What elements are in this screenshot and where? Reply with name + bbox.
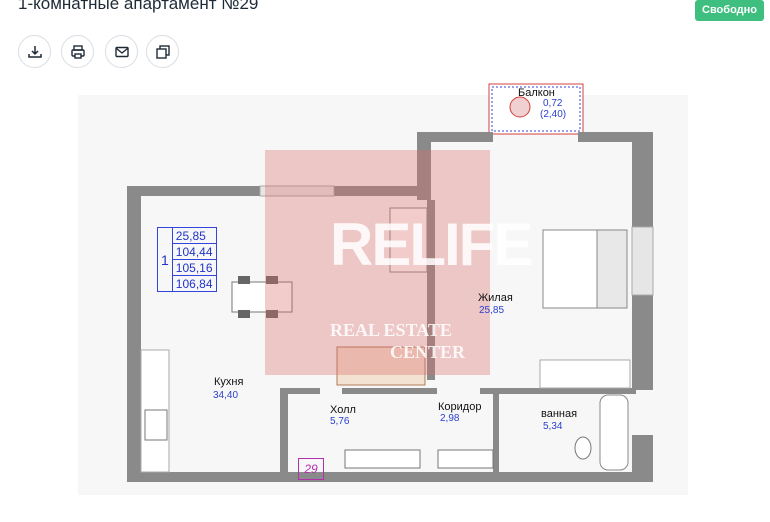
apartment-number: 29 (298, 458, 324, 480)
room-area-balcony: 0,72 (543, 98, 563, 109)
page-title: 1-комнатные апартамент №29 (18, 0, 259, 13)
room-area-bath: 5,34 (543, 421, 563, 432)
area-table-cell: 25,85 (171, 227, 217, 244)
room-area-hall: 5,76 (330, 416, 350, 427)
area-table-cell: 105,16 (171, 259, 217, 276)
room-name-balcony: Балкон (518, 87, 555, 99)
mail-icon (114, 46, 129, 57)
floor-plan-drawing (78, 83, 688, 495)
watermark-logo: RELIFE (330, 211, 533, 278)
copy-button[interactable] (146, 35, 179, 68)
room-name-bath: ванная (541, 408, 578, 420)
floor-plan: RELIFE REAL ESTATE CENTER Балкон 0,72 (2… (0, 80, 770, 522)
status-badge: Свободно (695, 0, 764, 21)
room-area-kitchen: 34,40 (213, 390, 239, 401)
watermark-line1: REAL ESTATE (330, 320, 452, 340)
area-table-rooms: 1 (157, 227, 173, 292)
room-name-corridor: Коридор (438, 401, 482, 413)
room-name-kitchen: Кухня (214, 376, 244, 388)
download-button[interactable] (18, 35, 51, 68)
area-table-cell: 104,44 (171, 243, 217, 260)
room-name-hall: Холл (330, 404, 356, 416)
room-name-living: Жилая (478, 292, 513, 304)
mail-button[interactable] (105, 35, 138, 68)
room-area-balcony-alt: (2,40) (540, 109, 567, 120)
room-area-corridor: 2,98 (440, 413, 460, 424)
download-icon (27, 45, 42, 58)
print-icon (70, 44, 85, 59)
area-table-cell: 106,84 (171, 275, 217, 292)
room-area-living: 25,85 (479, 305, 505, 316)
watermark-line2: CENTER (390, 342, 466, 362)
copy-icon (155, 44, 170, 59)
print-button[interactable] (61, 35, 94, 68)
